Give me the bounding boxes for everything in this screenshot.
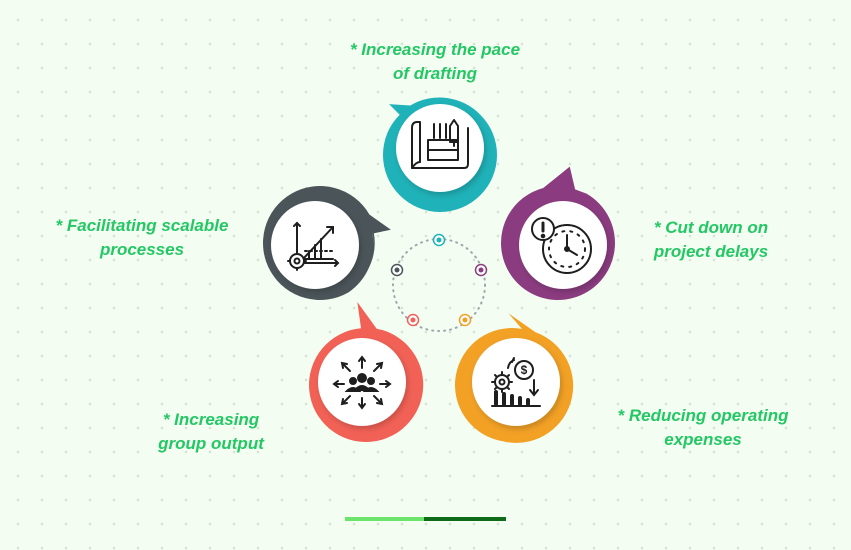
label-scalable-line1: * Facilitating scalable [55,216,229,235]
progress-bar [345,517,506,521]
label-delays: * Cut down on project delays [654,216,768,264]
team-expansion-icon [332,355,392,410]
center-dotted-ring [392,238,486,332]
label-output-line2: group output [158,434,264,453]
label-output: * Increasing group output [158,408,264,456]
label-expenses-line1: * Reducing operating [617,406,789,425]
label-scalable: * Facilitating scalable processes [56,214,229,262]
clock-alert-icon [531,217,592,274]
node-delays [501,166,615,300]
svg-text:$: $ [521,363,528,377]
label-drafting-line2: of drafting [392,64,478,83]
node-expenses: $ [455,313,574,443]
label-drafting-line1: * Increasing the pace [349,40,521,59]
connector-dots [390,233,488,327]
node-output [309,302,424,442]
progress-segment-light [345,517,424,521]
blueprint-icon [411,119,469,169]
label-expenses-line2: expenses [664,430,742,449]
label-output-line1: * Increasing [162,410,260,429]
label-drafting: * Increasing the pace of drafting [350,38,520,86]
label-expenses: * Reducing operating expenses [618,404,789,452]
node-scalable [263,186,391,300]
label-scalable-line2: processes [99,240,185,259]
scalable-growth-icon [287,221,340,271]
progress-segment-dark [424,517,506,521]
node-drafting [383,97,497,212]
label-delays-line1: * Cut down on [653,218,769,237]
cost-reduction-icon: $ [491,357,541,407]
label-delays-line2: project delays [653,242,769,261]
